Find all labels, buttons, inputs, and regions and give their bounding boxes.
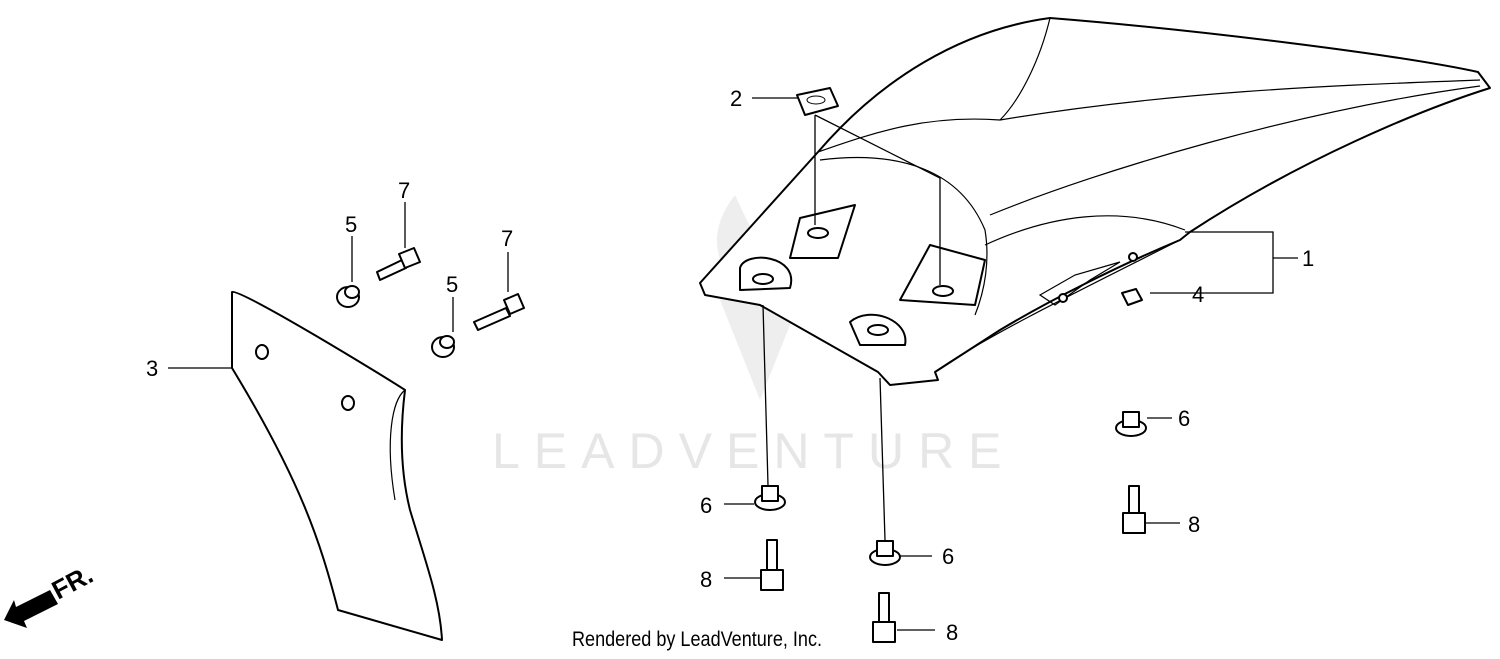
nut-part[interactable] [1121,288,1143,306]
collar-part[interactable] [869,540,901,566]
bolt-part[interactable] [760,539,784,591]
bolt-part[interactable] [1122,485,1146,534]
callout-7: 7 [501,226,513,251]
callout-6: 6 [1178,406,1190,431]
collar-part[interactable] [431,335,455,358]
callout-8: 8 [700,567,712,592]
watermark-text: LEADVENTURE [492,423,1016,479]
collar-part[interactable] [754,485,786,511]
leader-lines [168,97,1298,631]
callout-5: 5 [345,212,357,237]
collar-part[interactable] [1115,411,1147,437]
credit-text: Rendered by LeadVenture, Inc. [572,628,823,651]
callout-8: 8 [1188,512,1200,537]
callout-4: 4 [1192,282,1204,307]
callout-6: 6 [942,544,954,569]
grommet-part[interactable] [796,87,839,116]
callout-7: 7 [398,178,410,203]
callout-2: 2 [730,86,742,111]
collar-part[interactable] [336,285,360,308]
mud-flap-part[interactable] [231,290,443,641]
callout-5: 5 [446,272,458,297]
callout-1: 1 [1302,246,1314,271]
bolt-part[interactable] [376,247,421,281]
callout-6: 6 [700,493,712,518]
arrow-left-down-icon [4,590,58,628]
bolt-part[interactable] [872,592,896,643]
callout-3: 3 [146,356,158,381]
callout-8: 8 [946,620,958,645]
rear-fender-part[interactable] [699,17,1491,386]
front-direction-indicator: FR. [4,559,98,628]
bolt-part[interactable] [473,293,525,331]
